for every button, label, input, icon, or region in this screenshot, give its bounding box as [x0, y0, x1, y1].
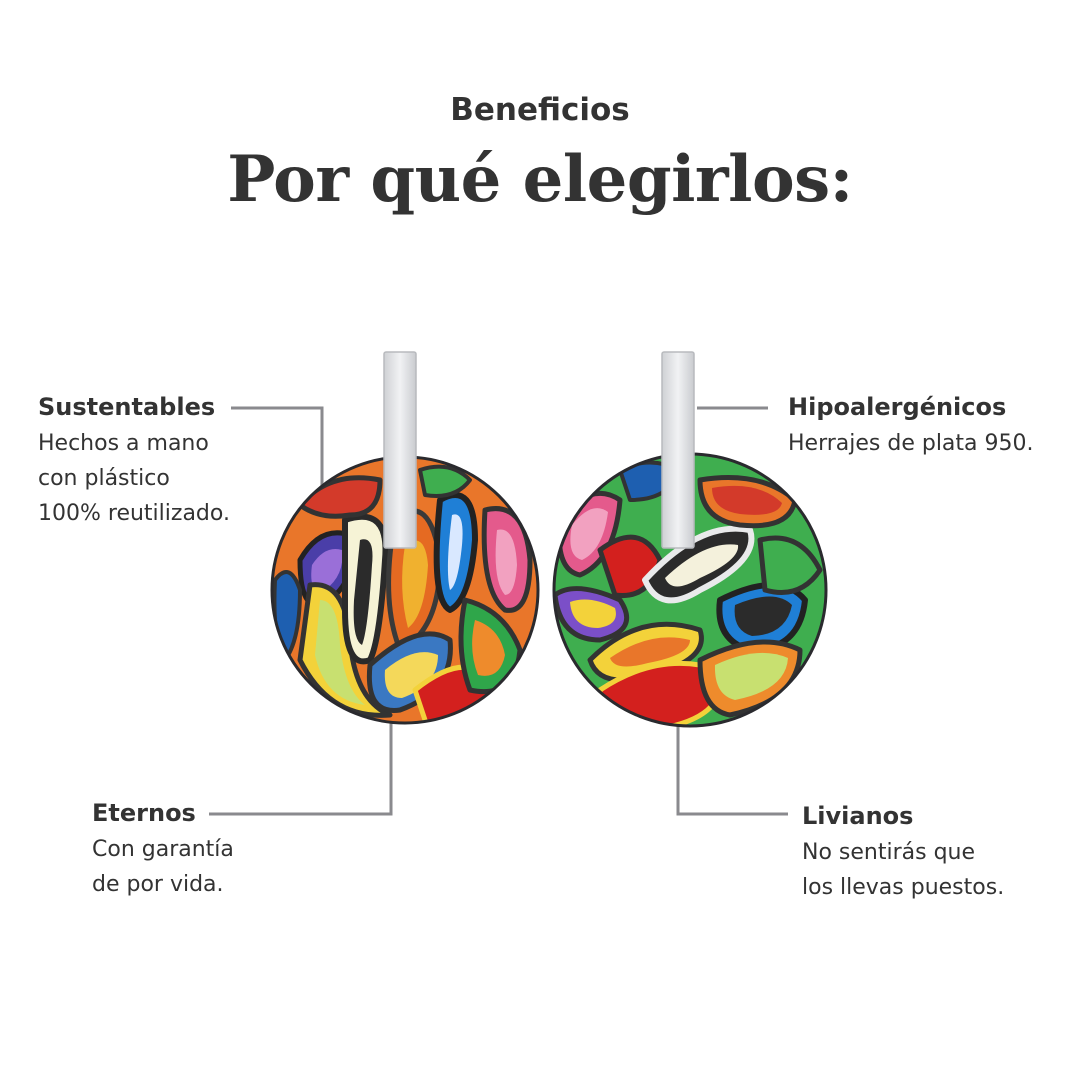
- left-earring: [270, 351, 540, 725]
- connector-livianos: [676, 718, 788, 816]
- feature-eternos: Eternos Con garantía de por vida.: [92, 798, 234, 902]
- page-title: Por qué elegirlos:: [227, 142, 853, 217]
- feature-description: Con garantía de por vida.: [92, 837, 234, 897]
- connector-lines: [209, 406, 788, 816]
- right-earring: [552, 351, 828, 728]
- feature-title: Hipoalergénicos: [788, 393, 1007, 421]
- feature-title: Sustentables: [38, 393, 216, 421]
- feature-livianos: Livianos No sentirás que los llevas pues…: [802, 801, 1004, 905]
- connector-sustentables: [231, 406, 324, 490]
- section-eyebrow: Beneficios: [450, 92, 630, 128]
- feature-description: Herrajes de plata 950.: [788, 431, 1034, 456]
- feature-hipoalergenicos: Hipoalergénicos Herrajes de plata 950.: [788, 392, 1034, 461]
- connector-eternos: [209, 718, 393, 816]
- feature-title: Eternos: [92, 799, 196, 827]
- feature-title: Livianos: [802, 802, 914, 830]
- feature-description: Hechos a mano con plástico 100% reutiliz…: [38, 431, 230, 526]
- feature-sustentables: Sustentables Hechos a mano con plástico …: [38, 392, 230, 531]
- feature-description: No sentirás que los llevas puestos.: [802, 840, 1005, 900]
